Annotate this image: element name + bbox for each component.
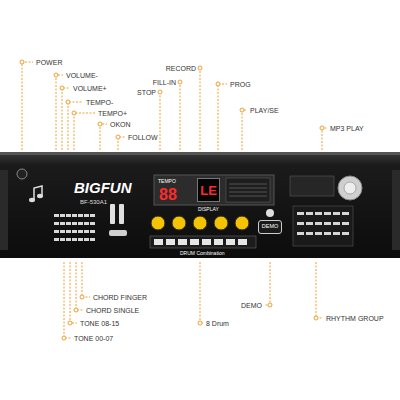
note-icon [29,198,35,202]
small-buttons [54,214,95,241]
mp3-dial [344,182,356,194]
panel-text: DISPLAY [198,207,219,212]
led-display: LE [197,178,220,202]
demo-button: DEMO [258,220,282,234]
node-text: DEMO [262,224,279,230]
mp3-dial [338,176,362,200]
callout-label: FOLLOW [128,134,158,141]
callout-label: CHORD SINGLE [86,307,139,314]
leader-lines [22,62,327,338]
tempo-digits: 88 [159,187,177,203]
callout-label: POWER [36,59,62,66]
callout-label: TONE 08-15 [80,320,119,327]
panel-text: TEMPO [158,179,176,184]
panel-edge [0,152,400,155]
leader-dots [20,60,324,340]
callout-label: 8 Drum [206,320,229,327]
callout-label: VOLUME+ [73,85,107,92]
panel-text: DRUM Combination [180,251,224,256]
node-text: LE [200,184,217,197]
tall-button [119,204,124,224]
display-panel [154,175,274,205]
brand-logo: BIGFUN [74,180,132,195]
panel-body [0,152,400,258]
tall-button [110,204,115,224]
speaker-grill [392,170,400,250]
note-icon [34,186,42,200]
model-number: BF-530A1 [80,199,107,205]
callout-label: RHYTHM GROUP [326,315,384,322]
tone-list-lines [229,184,267,196]
callout-label: DEMO [241,302,262,309]
callout-label: TONE 00-07 [74,335,113,342]
callout-label: VOLUME- [66,72,98,79]
callout-label: STOP [137,89,156,96]
callout-label: TEMPO+ [98,110,127,117]
callout-label: FILL-IN [153,79,176,86]
power-button [17,169,27,179]
callout-label: PROG [230,81,251,88]
rhythm-area [293,206,353,246]
callout-label: CHORD FINGER [93,294,147,301]
rhythm-buttons [297,212,349,235]
callout-label: PLAY/SE [250,107,279,114]
button [109,230,127,236]
drum-strip [150,236,256,248]
callout-label: TEMPO- [86,99,113,106]
callout-label: OKON [110,121,131,128]
callout-label: MP3 PLAY [330,125,364,132]
tone-list [226,178,270,202]
yellow-buttons [151,216,249,230]
demo-led [266,209,274,217]
drum-pads [154,239,247,245]
note-icon [37,194,43,198]
rhythm-list [290,176,334,196]
callout-label: RECORD [166,65,196,72]
speaker-grill [0,170,8,250]
